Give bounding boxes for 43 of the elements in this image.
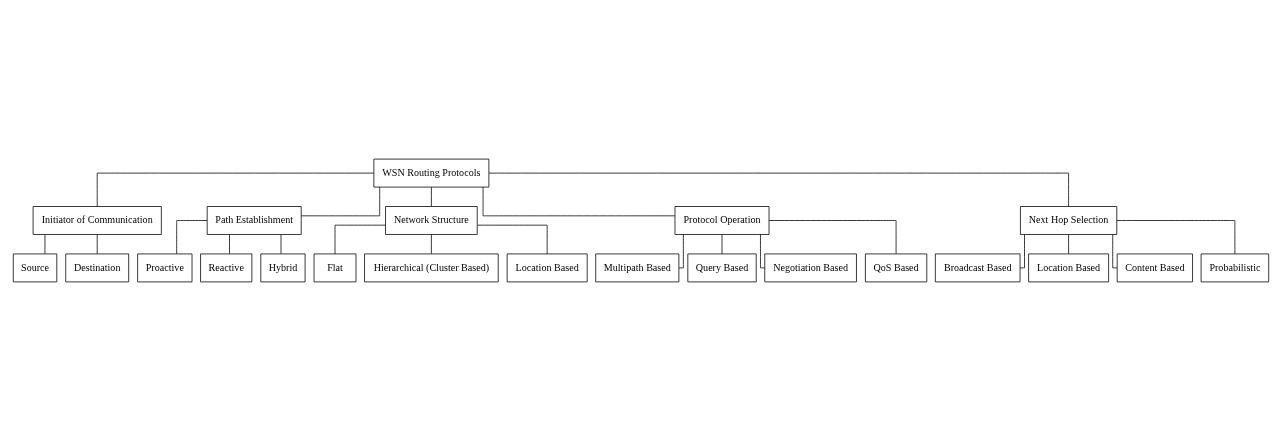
- connector: [488, 172, 1069, 207]
- node-box: Reactive: [200, 253, 253, 283]
- connector: [721, 234, 723, 255]
- connector: [229, 234, 230, 255]
- connector: [482, 186, 676, 217]
- node-box: WSN Routing Protocols: [373, 158, 490, 188]
- node-box: Path Establishment: [206, 206, 302, 235]
- node-box: Location Based: [1028, 253, 1110, 283]
- node-box: Location Based: [506, 253, 588, 283]
- connector: [334, 224, 386, 255]
- connector: [96, 172, 374, 207]
- node-box: Flat: [313, 253, 357, 283]
- connector: [678, 234, 684, 269]
- node-box: Multipath Based: [595, 253, 680, 283]
- node-box: Proactive: [137, 253, 193, 283]
- connector: [1068, 234, 1069, 255]
- connector: [1019, 234, 1025, 269]
- node-box: Initiator of Communication: [32, 206, 162, 235]
- connector: [431, 186, 432, 207]
- connector: [760, 234, 766, 269]
- node-box: Broadcast Based: [934, 253, 1021, 283]
- node-box: Probabilistic: [1200, 253, 1270, 283]
- node-box: Hierarchical (Cluster Based): [364, 253, 499, 283]
- connector: [280, 234, 282, 255]
- node-box: Next Hop Selection: [1020, 206, 1118, 235]
- node-box: Query Based: [687, 253, 757, 283]
- connector: [176, 220, 208, 255]
- node-box: Destination: [65, 253, 130, 283]
- node-box: QoS Based: [865, 253, 928, 283]
- connector: [96, 234, 98, 255]
- node-box: Negotiation Based: [764, 253, 857, 283]
- connector: [1112, 234, 1118, 269]
- connector: [768, 220, 897, 255]
- node-box: Content Based: [1116, 253, 1193, 283]
- connector: [477, 224, 548, 255]
- node-box: Source: [12, 253, 58, 283]
- node-box: Protocol Operation: [674, 206, 770, 235]
- connector: [1116, 220, 1236, 255]
- connector: [44, 234, 46, 255]
- connector: [431, 234, 432, 255]
- node-box: Network Structure: [385, 206, 478, 235]
- node-box: Hybrid: [260, 253, 306, 283]
- connector: [300, 186, 381, 217]
